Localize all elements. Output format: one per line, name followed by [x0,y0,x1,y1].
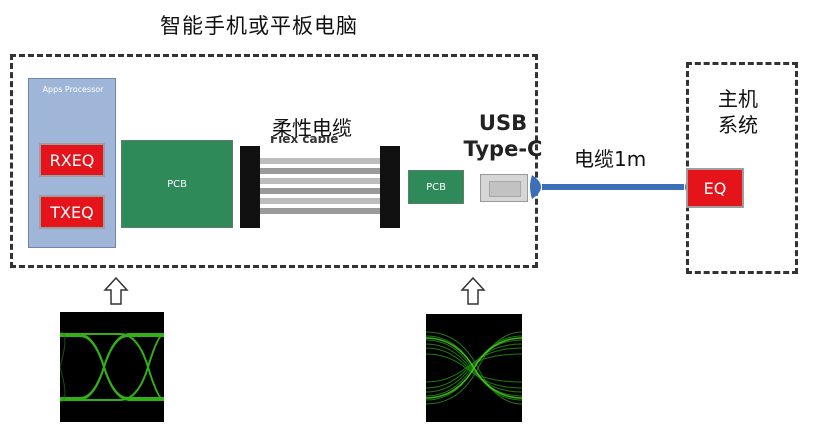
pcb-small: PCB [408,170,464,204]
eye-diagram-clean [60,312,164,422]
pcb-main: PCB [121,140,233,228]
usb-label: USB Type-C [462,110,544,162]
flex-cable [240,146,402,228]
host-label: 主机 系统 [718,86,758,138]
rxeq-block: RXEQ [39,143,105,177]
host-eq-block: EQ [686,168,744,208]
flex-cable-strands [260,158,380,214]
usb-c-connector-inner [489,181,521,197]
cable-line [530,175,696,199]
flex-cable-label: 柔性电缆 [272,116,352,140]
up-arrow-icon [460,276,486,305]
up-arrow-icon [103,276,129,305]
device-boundary [10,54,538,268]
apps-processor-label: Apps Processor [42,85,104,94]
apps-processor: Apps Processor RXEQ TXEQ [28,78,116,248]
usb-c-connector [480,174,528,202]
txeq-block: TXEQ [39,195,105,229]
device-title: 智能手机或平板电脑 [160,14,358,38]
usb-label-line1: USB [478,111,528,135]
host-label-line2: 系统 [718,113,758,137]
eye-diagram-degraded-traces [426,331,522,405]
eye-diagram-degraded [426,314,522,422]
flex-cable-connector-left [240,146,260,228]
flex-cable-partial-text: Flex cable [270,136,339,146]
flex-cable-connector-right [380,146,400,228]
host-label-line1: 主机 [718,87,758,111]
cable-label: 电缆1m [574,147,647,171]
usb-label-line2: Type-C [463,137,543,161]
eye-diagram-clean-traces [60,331,164,403]
